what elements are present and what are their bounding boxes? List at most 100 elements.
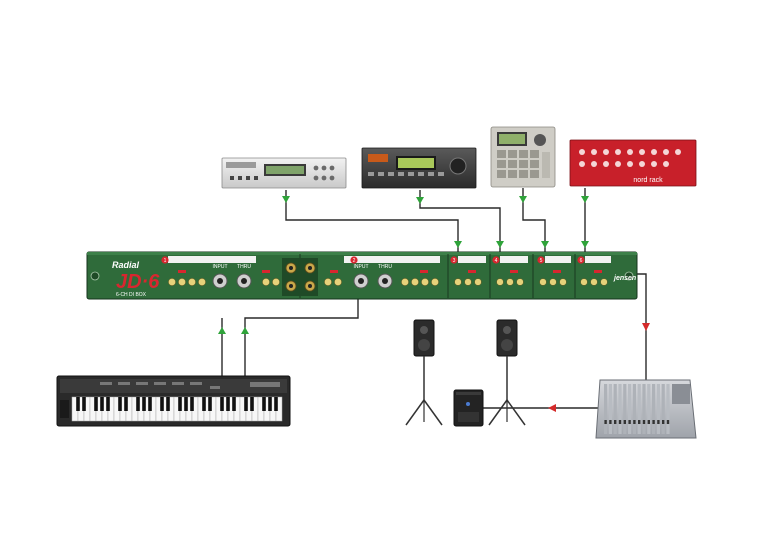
mixer-fader [628,420,631,424]
arrow-down-rack1 [282,196,290,203]
mixer-channel-strip [656,384,660,434]
black-key [250,397,254,411]
rack-module-2 [361,147,477,189]
jd6-di-box: Radial JD·6 6-CH DI BOX 1 2 3 4 5 6 [86,251,638,300]
mixer-fader [652,420,655,424]
channel-number-5: 5 [540,258,543,264]
black-key [244,397,248,411]
mixer-fader [614,420,617,424]
brand-subtitle: 6-CH DI BOX [116,292,147,298]
black-key [190,397,194,411]
mixer-fader [604,420,607,424]
black-key [184,397,188,411]
cable-keyboard-ch1b [244,296,359,376]
mixer-channel-strip [623,384,627,434]
mixer-channel-strip [661,384,665,434]
black-key [100,397,104,411]
channel-number-4: 4 [495,258,498,264]
output-jacks [282,258,318,296]
brand-radial: Radial [112,260,140,270]
cable-rack1-ch3 [285,190,459,252]
black-key [262,397,266,411]
channel-badges: 1 2 3 4 5 6 [161,256,585,264]
black-key [76,397,80,411]
black-key [202,397,206,411]
black-key [142,397,146,411]
arrow-down-ch5 [541,241,549,248]
mixer-channel-strip [642,384,646,434]
mixer-channel-strip [628,384,632,434]
rack-screw-icon [90,271,100,281]
mixer-fader [623,420,626,424]
mixer-channel-strip [608,384,612,434]
arrow-down-mpc [519,196,527,203]
nord-rack-label: nord rack [633,177,663,184]
mixer-fader [662,420,665,424]
black-key [220,397,224,411]
black-key [178,397,182,411]
arrow-down-rack2 [416,197,424,204]
black-key [268,397,272,411]
speaker-right [488,319,526,426]
rack-screw-icon [624,271,634,281]
mixer-fader [657,420,660,424]
mixer-fader [633,420,636,424]
mixer-channel-strip [647,384,651,434]
black-key [166,397,170,411]
arrow-down-nord [581,196,589,203]
arrow-down-ch3 [454,241,462,248]
arrow-left-sub [548,404,556,412]
rack-module-1 [221,157,347,189]
mixer-channel-strip [613,384,617,434]
mixer-channel-strip [652,384,656,434]
black-key [226,397,230,411]
black-key [106,397,110,411]
channel-number-2: 2 [353,258,356,264]
mixer [595,379,697,439]
arrows [218,196,650,412]
input-label-1: INPUT [213,264,228,270]
thru-label-2: THRU [378,264,392,270]
brand-model: JD·6 [116,271,160,293]
mixer-channel-strip [604,384,608,434]
mixer-channel-strip [618,384,622,434]
mixer-channel-strip [637,384,641,434]
black-key [274,397,278,411]
black-key [160,397,164,411]
subwoofer [453,389,484,427]
arrow-up-keyboard-2 [241,327,249,334]
channel-2-controls: INPUT THRU [324,264,439,289]
thru-label-1: THRU [237,264,251,270]
nord-rack-synth: nord rack [569,139,697,187]
mixer-fader [666,420,670,424]
channel-3-6-knobs [454,278,608,286]
mpc-sampler [490,126,556,188]
arrow-down-ch6 [581,241,589,248]
mixer-fader [638,420,641,424]
black-key [136,397,140,411]
black-key [208,397,212,411]
black-key [232,397,236,411]
mixer-fader [609,420,612,424]
channel-number-6: 6 [580,258,583,264]
channel-number-3: 3 [453,258,456,264]
black-key [118,397,122,411]
jensen-logo: jensen [613,275,636,282]
black-key [82,397,86,411]
cable-jd6-mixer [636,273,647,380]
mixer-fader [647,420,650,424]
arrow-up-keyboard-1 [218,327,226,334]
cable-mpc-ch5 [522,188,546,252]
mixer-channel-strip [666,384,670,434]
speaker-left [405,319,443,426]
input-label-2: INPUT [354,264,369,270]
mixer-fader [642,420,646,424]
mixer-channel-strip [632,384,636,434]
channel-number-1: 1 [164,258,167,264]
keyboard [56,375,291,427]
channel-1-controls: INPUT THRU [168,264,280,289]
arrow-down-mixer [642,323,650,331]
black-key [148,397,152,411]
mixer-fader [618,420,622,424]
